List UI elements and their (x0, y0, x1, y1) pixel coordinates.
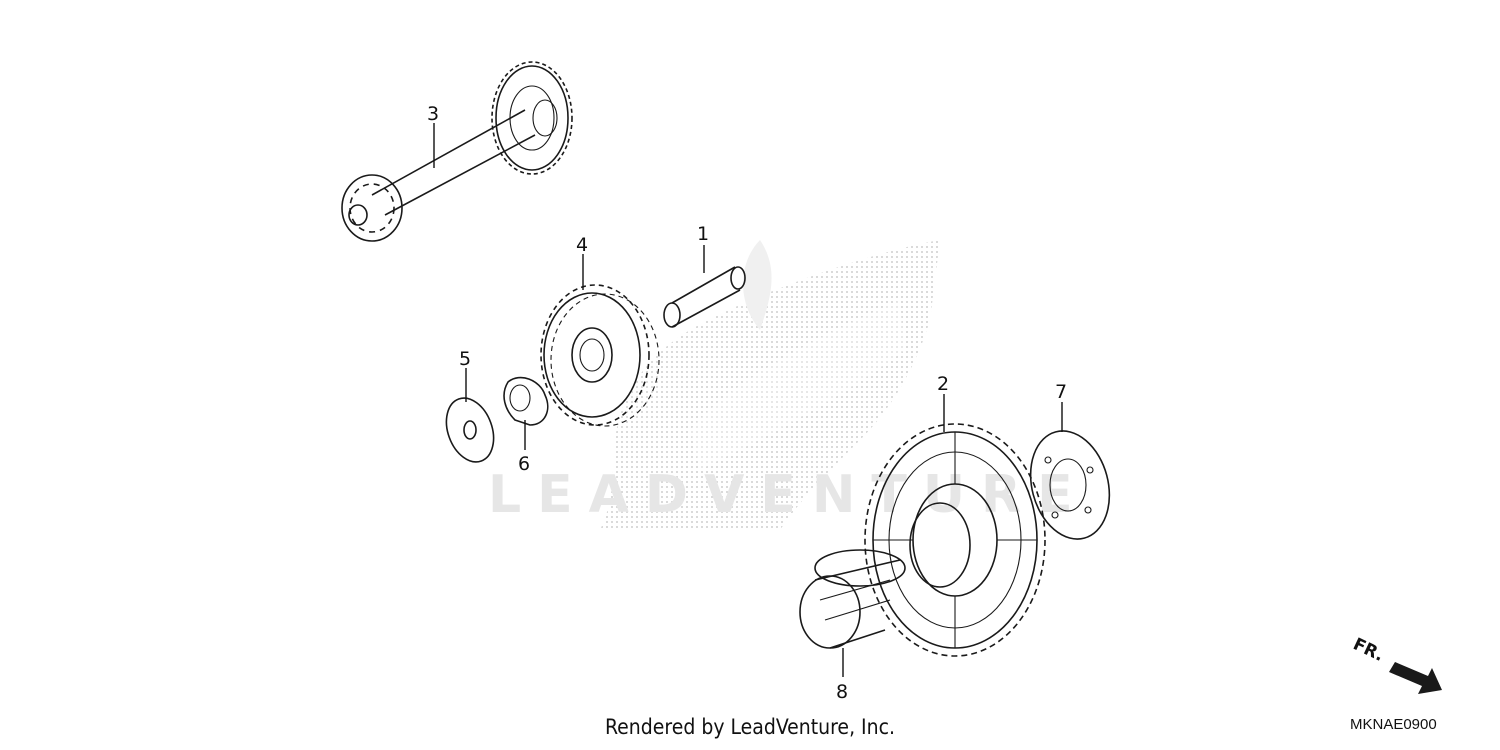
svg-text:2: 2 (937, 373, 949, 395)
callout-2: 2 (937, 373, 949, 432)
arrow-right-down-icon (1389, 662, 1442, 694)
part-5-washer (445, 397, 495, 463)
svg-text:4: 4 (576, 234, 588, 256)
part-1-pin (663, 266, 746, 328)
part-2-large-gear (864, 423, 1046, 657)
watermark-text: LEADVENTURE (488, 465, 1089, 525)
callout-3: 3 (427, 103, 439, 168)
part-4-gear (540, 284, 660, 427)
footer-credit: Rendered by LeadVenture, Inc. (605, 715, 895, 739)
svg-text:3: 3 (427, 103, 439, 125)
callout-7: 7 (1055, 381, 1067, 432)
part-8-needle-bearing (799, 549, 906, 649)
svg-text:8: 8 (836, 681, 848, 703)
callout-6: 6 (518, 420, 530, 475)
diagram-code: MKNAE0900 (1350, 716, 1437, 733)
callout-8: 8 (836, 648, 848, 703)
direction-indicator: FR. (1350, 634, 1442, 694)
part-6-collar (503, 376, 549, 426)
svg-text:7: 7 (1055, 381, 1067, 403)
part-7-plate (1029, 430, 1111, 540)
callout-4: 4 (576, 234, 588, 290)
part-3-shaft-gear (341, 61, 573, 242)
svg-text:6: 6 (518, 453, 530, 475)
honda-wing-logo (600, 240, 940, 530)
callout-1: 1 (697, 223, 709, 273)
svg-text:1: 1 (697, 223, 709, 245)
callout-5: 5 (459, 348, 471, 402)
direction-label: FR. (1350, 634, 1387, 665)
svg-text:5: 5 (459, 348, 471, 370)
